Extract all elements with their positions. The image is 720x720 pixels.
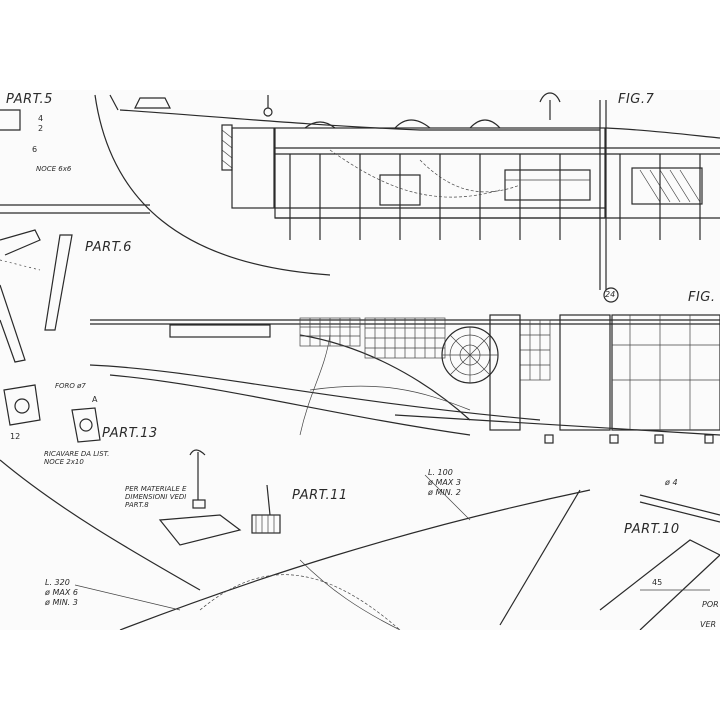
grating (299, 317, 551, 381)
spec-320-max: ø MAX 6 (45, 588, 78, 597)
label-part13: PART.13 (102, 426, 158, 441)
label-fig7: FIG.7 (618, 92, 655, 107)
spec-320-min: ø MIN. 3 (45, 598, 78, 607)
label-foro: FORO ø7 (55, 382, 86, 390)
label-part11: PART.11 (292, 488, 348, 503)
plan-sheet: PART.5 4 2 6 NOCE 6x6 PART.6 FIG.7 24 FI… (0, 90, 720, 630)
spec-320: L. 320 (45, 578, 70, 587)
dim-4: 4 (38, 114, 44, 123)
label-part10: PART.10 (624, 522, 680, 537)
label-noce: NOCE 6x6 (36, 165, 72, 173)
circle-24: 24 (605, 290, 616, 299)
spec-100-max: ø MAX 3 (428, 478, 461, 487)
label-por: POR (702, 600, 719, 609)
dim-12: 12 (10, 432, 21, 441)
label-part6: PART.6 (85, 240, 132, 255)
label-dia4: ø 4 (665, 478, 678, 487)
spec-100: L. 100 (428, 468, 453, 477)
spec-100-min: ø MIN. 2 (428, 488, 461, 497)
dim-A: A (92, 395, 98, 404)
dim-45: 45 (652, 578, 663, 587)
label-fig-partial: FIG. (688, 290, 716, 305)
label-per-materiale: PER MATERIALE E DIMENSIONI VEDI PART.8 (125, 485, 187, 509)
label-ver: VER (700, 620, 717, 629)
label-part5: PART.5 (6, 92, 53, 107)
ship-plan-drawing (0, 92, 720, 630)
dim-2: 2 (38, 124, 44, 133)
dim-6: 6 (32, 145, 38, 154)
label-ricavare: RICAVARE DA LIST. NOCE 2x10 (44, 450, 110, 466)
